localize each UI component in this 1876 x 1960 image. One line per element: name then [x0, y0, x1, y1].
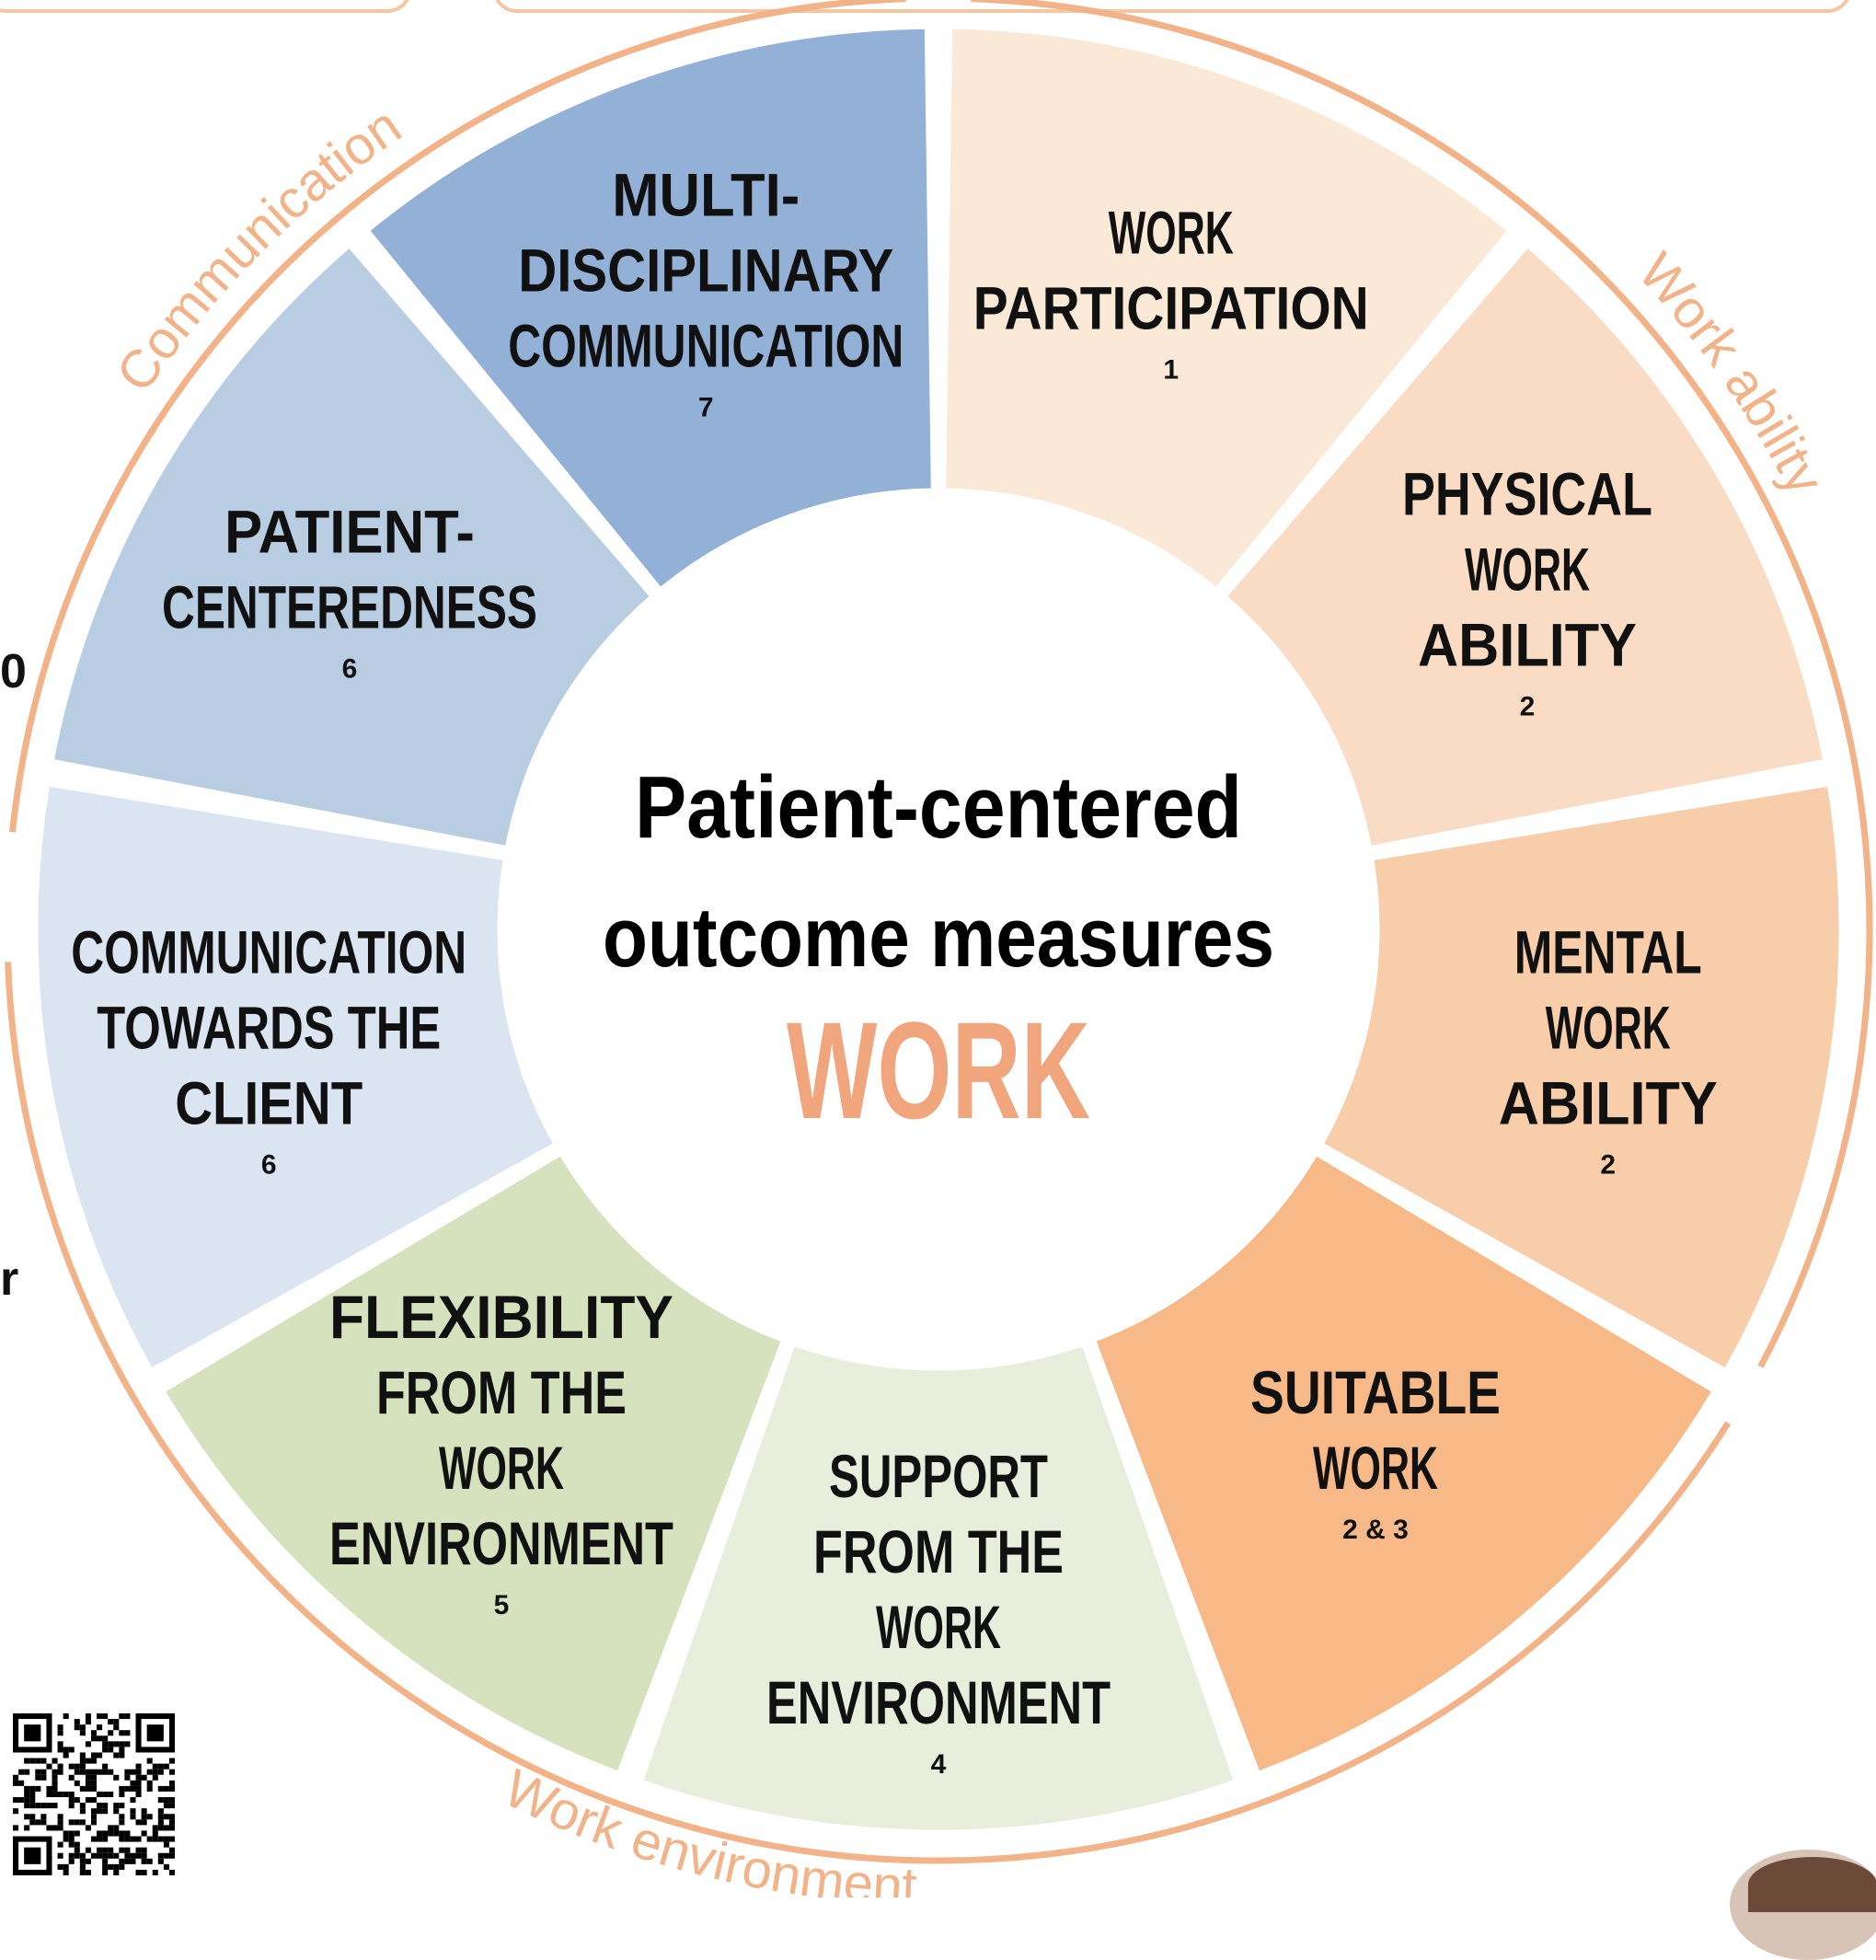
- segment-label-line: ABILITY: [1499, 1068, 1718, 1136]
- segment-label-line: FROM THE: [813, 1517, 1064, 1585]
- category-ring-arc: [971, 0, 1873, 1368]
- segment-reference-number: 6: [342, 654, 358, 685]
- segment-patient-centeredness: [51, 245, 653, 849]
- segment-label-line: CENTEREDNESS: [162, 573, 537, 641]
- segment-label-line: TOWARDS THE: [97, 993, 441, 1061]
- segment-label-line: SUITABLE: [1250, 1358, 1501, 1426]
- segment-label-line: CLIENT: [175, 1068, 363, 1136]
- segment-label-line: MULTI-: [612, 161, 800, 229]
- segment-reference-number: 2 & 3: [1342, 1515, 1409, 1545]
- segment-physical-work-ability: [1224, 245, 1826, 849]
- segment-label-line: SUPPORT: [829, 1442, 1048, 1510]
- category-ring-arc: [9, 0, 906, 833]
- segment-support-from-work-environment: [639, 1343, 1237, 1833]
- segment-label-line: ENVIRONMENT: [329, 1509, 673, 1577]
- segment-mental-work-ability: [1320, 783, 1842, 1372]
- segment-label-line: PATIENT-: [224, 498, 475, 566]
- segment-reference-number: 2: [1600, 1149, 1616, 1180]
- edge-text-fragment: 0: [0, 645, 27, 698]
- segment-label-line: PHYSICAL: [1402, 460, 1652, 528]
- segment-suitable-work: [1092, 1152, 1715, 1775]
- outcome-wheel: WORKPARTICIPATION1PHYSICALWORKABILITY2ME…: [5, 0, 1873, 1897]
- segment-reference-number: 4: [931, 1749, 947, 1780]
- category-ring: [5, 0, 1873, 1864]
- wheel-segments: [35, 26, 1842, 1833]
- segment-label-line: COMMUNICATION: [508, 312, 903, 380]
- segment-label-line: MENTAL: [1514, 917, 1702, 986]
- center-disc: [502, 493, 1375, 1366]
- qr-code[interactable]: [13, 1713, 175, 1875]
- segment-work-participation: [943, 26, 1511, 591]
- center-title-work: WORK: [787, 993, 1090, 1147]
- segment-reference-number: 6: [261, 1149, 277, 1180]
- segment-reference-number: 5: [494, 1590, 510, 1620]
- segment-label-line: WORK: [1465, 536, 1590, 604]
- segment-multi-disciplinary-communication: [366, 26, 934, 591]
- center-title-line2: outcome measures: [603, 891, 1274, 985]
- edge-text-fragment: r: [0, 1252, 19, 1306]
- segment-flexibility-from-work-environment: [162, 1152, 785, 1775]
- segment-label-line: WORK: [1109, 199, 1234, 267]
- category-ring-arc: [5, 962, 1732, 1864]
- segment-label-line: PARTICIPATION: [973, 274, 1369, 342]
- segment-label-line: FROM THE: [376, 1358, 627, 1426]
- segment-label-line: WORK: [1313, 1434, 1438, 1502]
- presenter-photo: [1730, 1850, 1876, 1960]
- segment-label-line: ABILITY: [1418, 611, 1637, 679]
- segment-label-line: WORK: [439, 1434, 564, 1502]
- segment-label-line: ENVIRONMENT: [766, 1668, 1111, 1736]
- segment-label-line: COMMUNICATION: [71, 917, 466, 986]
- center-title-line1: Patient-centered: [635, 758, 1242, 857]
- segment-label-line: WORK: [876, 1593, 1001, 1661]
- segment-reference-number: 7: [698, 393, 714, 423]
- segment-communication-towards-client: [35, 783, 557, 1372]
- segment-labels: WORKPARTICIPATION1PHYSICALWORKABILITY2ME…: [71, 161, 1718, 1780]
- segment-label-line: DISCIPLINARY: [518, 236, 893, 305]
- segment-reference-number: 2: [1520, 692, 1536, 722]
- segment-label-line: WORK: [1546, 993, 1671, 1061]
- segment-reference-number: 1: [1163, 355, 1179, 386]
- segment-label-line: FLEXIBILITY: [329, 1283, 673, 1351]
